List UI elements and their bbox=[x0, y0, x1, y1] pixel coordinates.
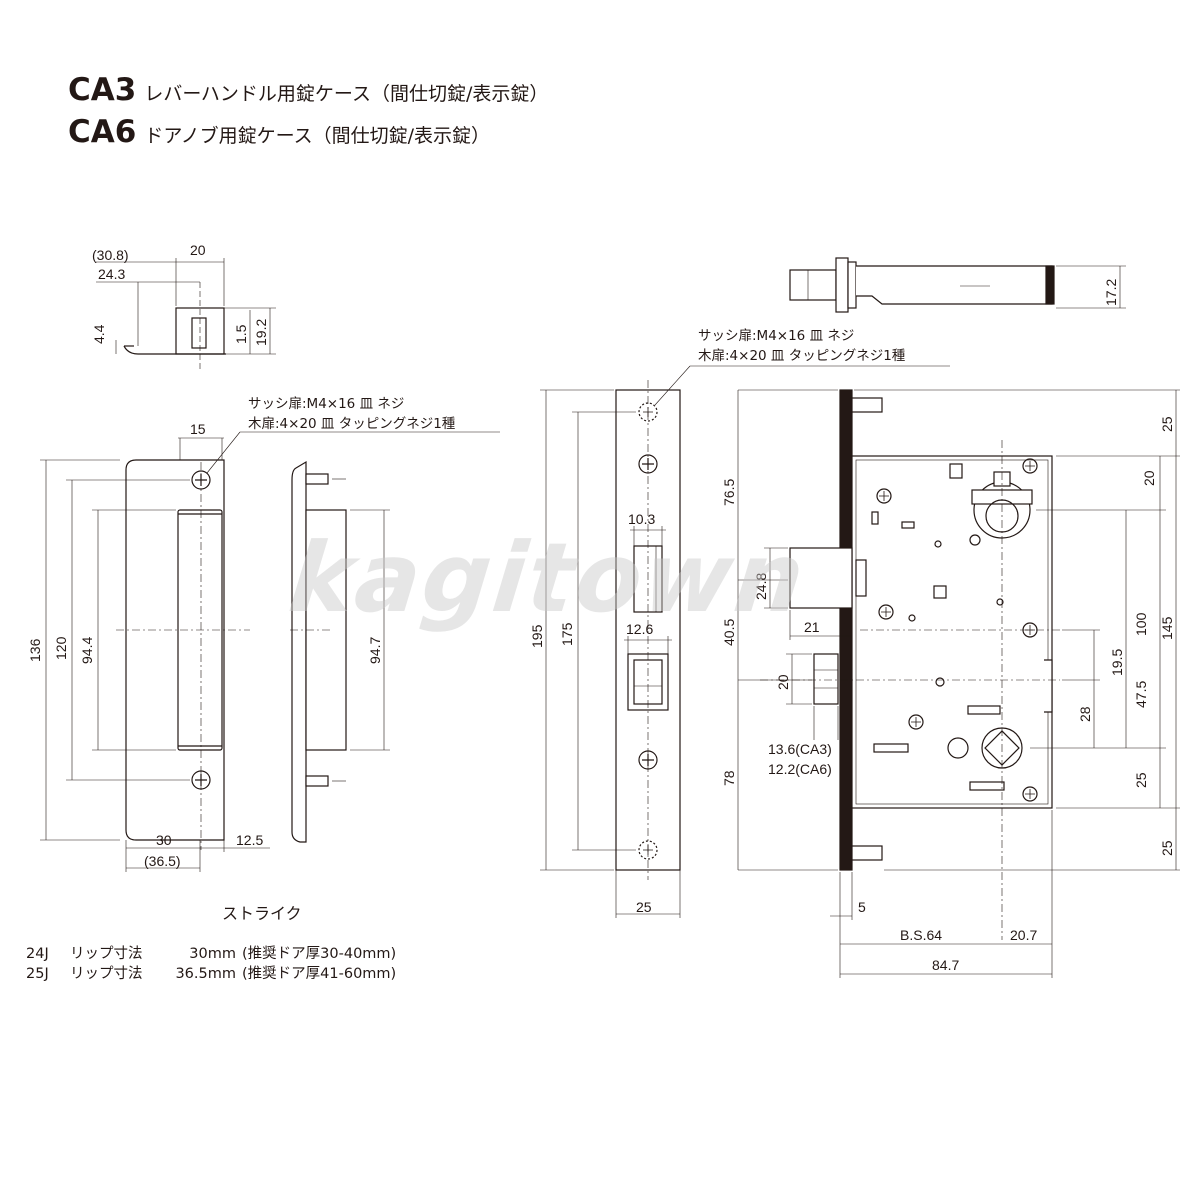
dim-13-6-ca3: 13.6(CA3) bbox=[768, 741, 832, 757]
dim-40-5: 40.5 bbox=[721, 619, 737, 646]
lip-notes: 24J リップ寸法 30mm (推奨ドア厚30-40mm) 25J リップ寸法 … bbox=[26, 944, 396, 984]
screw-note-face-line1: サッシ扉:M4×16 皿 ネジ bbox=[698, 328, 854, 344]
dim-30: 30 bbox=[156, 832, 172, 848]
lip-label: リップ寸法 bbox=[70, 946, 143, 962]
lip-door-note: (推奨ドア厚30-40mm) bbox=[242, 946, 397, 962]
lip-value: 30mm bbox=[189, 946, 236, 962]
dim-84-7: 84.7 bbox=[932, 957, 959, 973]
lip-label: リップ寸法 bbox=[70, 966, 143, 982]
dim-136: 136 bbox=[27, 638, 43, 662]
dim-25-mid-right: 25 bbox=[1133, 772, 1149, 788]
dim-24-8: 24.8 bbox=[753, 573, 769, 600]
faceplate-drawing bbox=[540, 365, 950, 918]
dim-28: 28 bbox=[1077, 706, 1093, 722]
dim-120: 120 bbox=[53, 636, 69, 660]
dim-15: 15 bbox=[190, 421, 206, 437]
dim-25-bottom-right: 25 bbox=[1159, 840, 1175, 856]
dim-20-7: 20.7 bbox=[1010, 927, 1037, 943]
dim-1-5: 1.5 bbox=[233, 324, 249, 344]
dim-94-4: 94.4 bbox=[79, 637, 95, 664]
dim-12-2-ca6: 12.2(CA6) bbox=[768, 761, 832, 777]
dim-12-6: 12.6 bbox=[626, 621, 653, 637]
lip-note-row: 25J リップ寸法 36.5mm (推奨ドア厚41-60mm) bbox=[26, 964, 396, 984]
case-front-drawing bbox=[737, 389, 1180, 978]
screw-note-strike-line2: 木扉:4×20 皿 タッピングネジ1種 bbox=[248, 416, 456, 432]
dim-25-top-right: 25 bbox=[1159, 416, 1175, 432]
dim-20: 20 bbox=[190, 242, 206, 258]
dim-36-5: (36.5) bbox=[144, 853, 181, 869]
dim-195: 195 bbox=[529, 624, 545, 648]
title-ca6: CA6 ドアノブ用錠ケース（間仕切錠/表示錠） bbox=[68, 114, 490, 150]
dim-20-right: 20 bbox=[1141, 470, 1157, 486]
dim-76-5: 76.5 bbox=[721, 479, 737, 506]
model-code: CA3 bbox=[68, 72, 137, 108]
dim-30-8: (30.8) bbox=[92, 247, 129, 263]
lip-value: 36.5mm bbox=[175, 966, 236, 982]
dim-4-4: 4.4 bbox=[91, 324, 107, 344]
screw-note-strike-line1: サッシ扉:M4×16 皿 ネジ bbox=[248, 396, 404, 412]
title-ca3: CA3 レバーハンドル用錠ケース（間仕切錠/表示錠） bbox=[68, 72, 548, 108]
watermark: kagitown bbox=[284, 522, 812, 634]
dim-5: 5 bbox=[858, 899, 866, 915]
dim-94-7: 94.7 bbox=[367, 637, 383, 664]
lip-code: 25J bbox=[26, 966, 49, 982]
strike-front-drawing bbox=[40, 437, 270, 872]
dim-17-2: 17.2 bbox=[1103, 279, 1119, 306]
dim-10-3: 10.3 bbox=[628, 511, 655, 527]
model-code: CA6 bbox=[68, 114, 137, 150]
case-top-drawing bbox=[789, 257, 1126, 313]
dim-20-left: 20 bbox=[775, 674, 791, 690]
dim-47-5: 47.5 bbox=[1133, 681, 1149, 708]
strike-profile-drawing bbox=[96, 258, 276, 372]
model-description: ドアノブ用錠ケース（間仕切錠/表示錠） bbox=[144, 125, 491, 147]
screw-note-face-line2: 木扉:4×20 皿 タッピングネジ1種 bbox=[698, 348, 906, 364]
lip-door-note: (推奨ドア厚41-60mm) bbox=[242, 966, 397, 982]
dim-145: 145 bbox=[1159, 616, 1175, 640]
dim-100: 100 bbox=[1133, 612, 1149, 636]
model-description: レバーハンドル用錠ケース（間仕切錠/表示錠） bbox=[144, 83, 549, 105]
dim-19-5: 19.5 bbox=[1109, 649, 1125, 676]
dim-78: 78 bbox=[721, 770, 737, 786]
strike-side-drawing bbox=[290, 460, 390, 843]
strike-caption: ストライク bbox=[222, 904, 302, 923]
lip-code: 24J bbox=[26, 946, 49, 962]
dim-21: 21 bbox=[804, 619, 820, 635]
dim-25-face: 25 bbox=[636, 899, 652, 915]
dim-bs-64: B.S.64 bbox=[900, 927, 942, 943]
dim-19-2: 19.2 bbox=[253, 319, 269, 346]
dim-24-3: 24.3 bbox=[98, 266, 125, 282]
dim-12-5: 12.5 bbox=[236, 832, 263, 848]
dim-175: 175 bbox=[559, 622, 575, 646]
lip-note-row: 24J リップ寸法 30mm (推奨ドア厚30-40mm) bbox=[26, 944, 396, 964]
